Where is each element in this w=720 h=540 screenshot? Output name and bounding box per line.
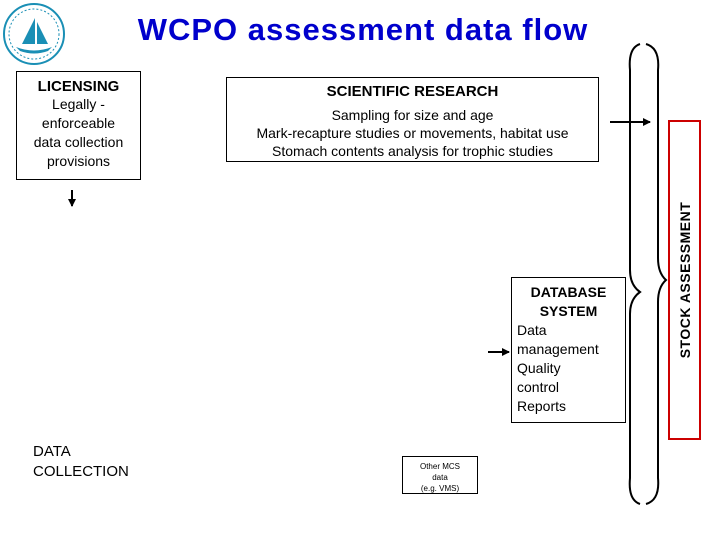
- left-brace: [628, 43, 642, 505]
- data-collection-label: DATA COLLECTION: [33, 442, 129, 482]
- licensing-box: LICENSING Legally - enforceable data col…: [16, 71, 141, 180]
- licensing-description: Legally - enforceable data collection pr…: [17, 95, 140, 171]
- data-collection-line: DATA: [33, 443, 71, 460]
- licensing-line: data collection: [33, 134, 124, 150]
- scientific-research-heading: SCIENTIFIC RESEARCH: [326, 83, 499, 100]
- database-line: Reports: [517, 398, 567, 414]
- mcs-line: Other MCS: [419, 462, 460, 471]
- database-line: Data: [517, 322, 547, 338]
- other-mcs-data-box: Other MCS data (e.g. VMS): [402, 456, 478, 494]
- research-line: Mark-recapture studies or movements, hab…: [256, 125, 569, 141]
- licensing-heading: LICENSING: [37, 78, 120, 95]
- database-heading-line: DATABASE: [530, 284, 607, 300]
- mcs-line: (e.g. VMS): [420, 484, 460, 493]
- database-system-box: DATABASE SYSTEM Data management Quality …: [511, 277, 626, 423]
- spc-logo-icon: [3, 3, 65, 65]
- page-title: WCPO assessment data flow: [137, 12, 589, 47]
- licensing-line: provisions: [46, 153, 111, 169]
- database-line: control: [517, 379, 560, 395]
- database-system-heading: DATABASE SYSTEM: [512, 283, 625, 321]
- research-line: Stomach contents analysis for trophic st…: [272, 143, 553, 159]
- database-line: Quality: [517, 360, 561, 376]
- licensing-line: Legally -: [52, 96, 105, 112]
- stock-assessment-label: STOCK ASSESSMENT: [676, 201, 693, 359]
- data-collection-line: COLLECTION: [33, 463, 129, 480]
- stock-assessment-box: STOCK ASSESSMENT: [668, 120, 701, 440]
- right-brace: [645, 43, 668, 505]
- scientific-research-box: SCIENTIFIC RESEARCH Sampling for size an…: [226, 77, 599, 162]
- database-heading-line: SYSTEM: [539, 303, 598, 319]
- database-line: management: [517, 341, 599, 357]
- research-line: Sampling for size and age: [331, 107, 494, 123]
- mcs-line: data: [432, 473, 448, 482]
- licensing-line: enforceable: [41, 115, 116, 131]
